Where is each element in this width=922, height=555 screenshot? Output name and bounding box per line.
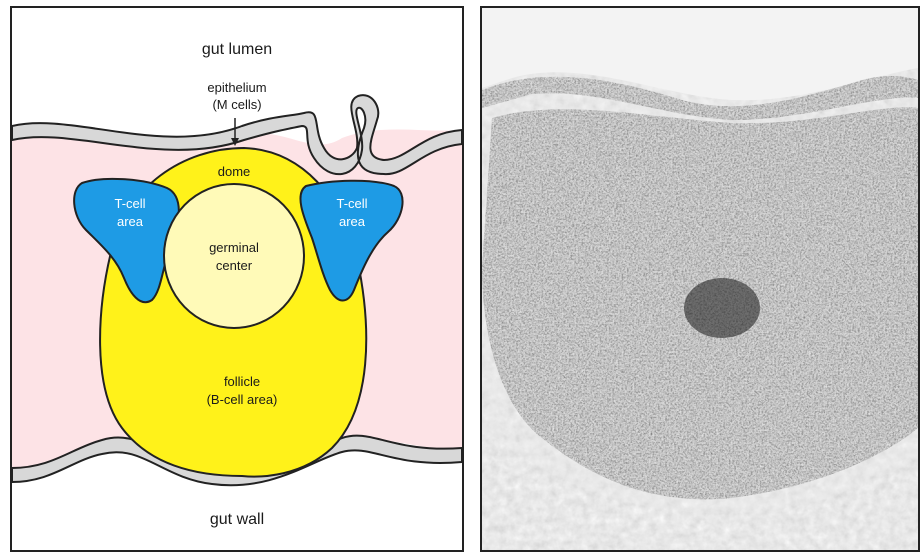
micrograph-svg bbox=[482, 8, 918, 550]
germinal-label-line1: germinal bbox=[209, 240, 259, 255]
dome-label: dome bbox=[218, 164, 251, 179]
follicle-label-line2: (B-cell area) bbox=[207, 392, 278, 407]
epithelium-label: epithelium bbox=[207, 80, 266, 95]
gut-lumen-label: gut lumen bbox=[202, 41, 272, 58]
t-cell-right-label-line1: T-cell bbox=[336, 196, 367, 211]
m-cells-label: (M cells) bbox=[212, 97, 261, 112]
follicle-label-line1: follicle bbox=[224, 374, 260, 389]
t-cell-left-label-line1: T-cell bbox=[114, 196, 145, 211]
histology-micrograph bbox=[480, 6, 920, 552]
germinal-label-line2: center bbox=[216, 258, 253, 273]
peyers-patch-diagram: gut lumen epithelium (M cells) dome T-ce… bbox=[10, 6, 464, 552]
germinal-center bbox=[164, 184, 304, 328]
diagram-svg: gut lumen epithelium (M cells) dome T-ce… bbox=[12, 8, 462, 550]
t-cell-left-label-line2: area bbox=[117, 214, 144, 229]
t-cell-right-label-line2: area bbox=[339, 214, 366, 229]
gut-wall-label: gut wall bbox=[210, 511, 264, 528]
